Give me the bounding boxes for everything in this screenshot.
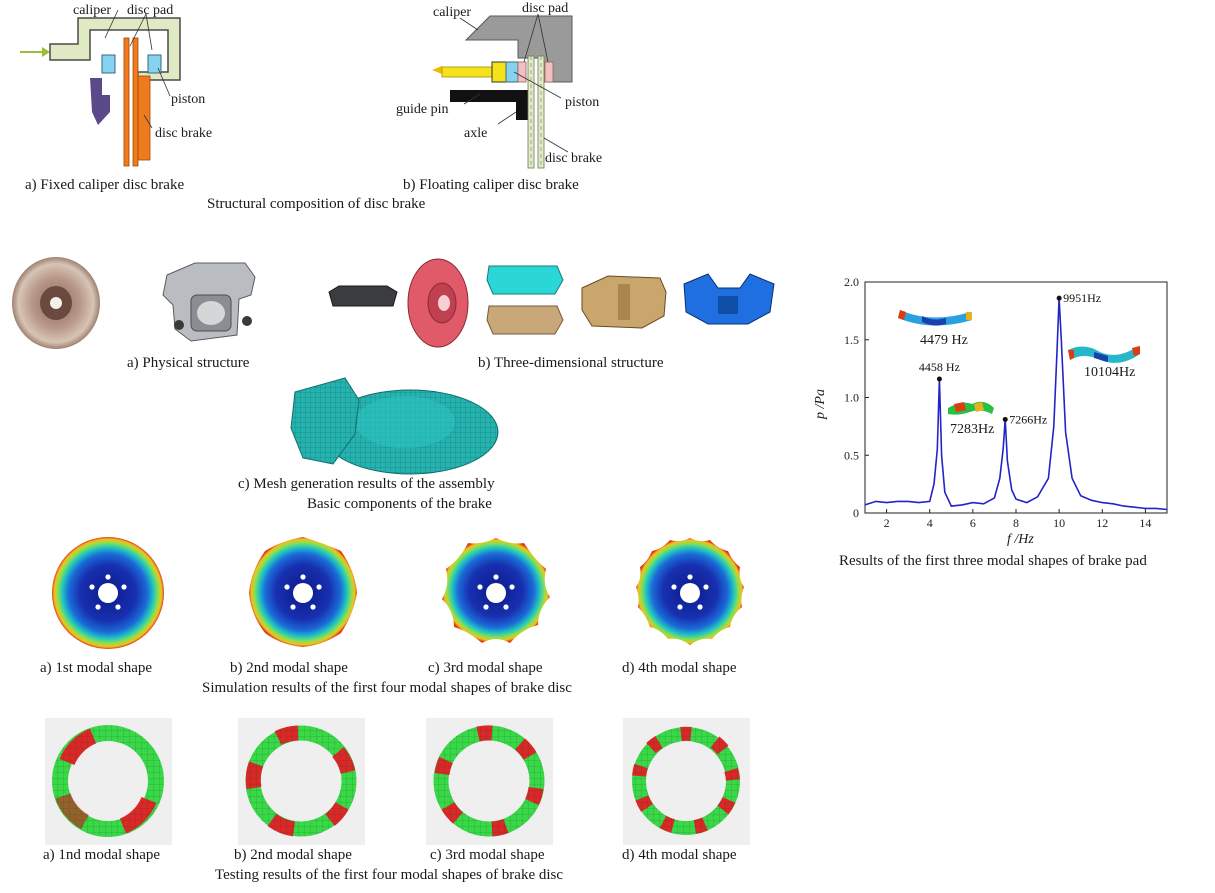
sim-disc-1: [50, 535, 165, 655]
3d-pad-image: [325, 282, 400, 317]
x-tick-label-4: 10: [1053, 516, 1065, 530]
structure-title: Structural composition of disc brake: [207, 196, 426, 212]
fixed-caliper-figure: [20, 0, 240, 175]
mesh-assembly-image: [285, 372, 500, 482]
sim-caption-2: b) 2nd modal shape: [230, 660, 348, 676]
x-tick-label-0: 2: [884, 516, 890, 530]
fixed-caliper-caption: a) Fixed caliper disc brake: [25, 177, 185, 193]
test-caption-2: b) 2nd modal shape: [234, 847, 352, 863]
test-ring-1: [45, 718, 172, 845]
3d-caliper-image: [578, 272, 670, 337]
x-tick-label-5: 12: [1096, 516, 1108, 530]
floating-caliper-figure: [420, 0, 640, 175]
y-tick-label-2: 1.0: [844, 391, 859, 405]
fixed-disc-pad-label: disc pad: [127, 3, 174, 18]
3d-structure-caption: b) Three-dimensional structure: [478, 355, 664, 371]
y-tick-label-1: 0.5: [844, 448, 859, 462]
floating-piston-label: piston: [565, 95, 600, 110]
x-tick-label-2: 6: [970, 516, 976, 530]
test-caption-3: c) 3rd modal shape: [430, 847, 545, 863]
chart-ylabel: p /Pa: [812, 389, 828, 419]
floating-guide-pin-label: guide pin: [396, 102, 449, 117]
floating-disc-brake-label: disc brake: [545, 151, 603, 166]
peak-label-0: 4458 Hz: [919, 360, 960, 374]
mesh-caption: c) Mesh generation results of the assemb…: [238, 476, 495, 492]
x-tick-label-3: 8: [1013, 516, 1019, 530]
sim-disc-4: [632, 535, 747, 655]
fixed-piston-label: piston: [171, 92, 206, 107]
chart-xlabel: f /Hz: [1007, 532, 1034, 547]
3d-bracket-image: [678, 270, 778, 335]
sim-caption-3: c) 3rd modal shape: [428, 660, 543, 676]
test-caption-4: d) 4th modal shape: [622, 847, 737, 863]
test-ring-4: [623, 718, 750, 845]
3d-disc-image: [400, 255, 470, 355]
components-title: Basic components of the brake: [307, 496, 492, 512]
sim-caption-4: d) 4th modal shape: [622, 660, 737, 676]
shape-label-1: 4479 Hz: [920, 333, 968, 348]
floating-caliper-label: caliper: [433, 5, 472, 20]
pad-mode-shape-2: [948, 401, 994, 415]
floating-caliper-caption: b) Floating caliper disc brake: [403, 177, 579, 193]
pad-mode-shape-1: [898, 310, 972, 326]
physical-caliper-image: [155, 255, 265, 355]
fixed-disc-brake-label: disc brake: [155, 126, 213, 141]
x-tick-label-1: 4: [927, 516, 933, 530]
pad-chart: 2 4 6 8 10 12 14 0 0.5 1.0 1.5 2.0 4458 Hz 7266Hz 99…: [822, 270, 1172, 550]
test-ring-3: [426, 718, 553, 845]
peak-label-2: 9951Hz: [1063, 291, 1101, 305]
floating-axle-label: axle: [464, 126, 488, 141]
shape-label-2: 7283Hz: [950, 422, 995, 437]
peak-marker-0: [936, 376, 942, 382]
chart-series-line: [864, 298, 1168, 511]
x-tick-label-6: 14: [1139, 516, 1151, 530]
testing-title: Testing results of the first four modal …: [215, 867, 564, 883]
sim-disc-2: [245, 535, 360, 655]
3d-pad-pair-image: [483, 258, 568, 348]
physical-structure-caption: a) Physical structure: [127, 355, 250, 371]
fixed-caliper-label: caliper: [73, 3, 112, 18]
y-tick-label-3: 1.5: [844, 333, 859, 347]
y-tick-label-4: 2.0: [844, 275, 859, 289]
shape-label-3: 10104Hz: [1084, 365, 1136, 380]
peak-marker-2: [1056, 295, 1062, 301]
sim-caption-1: a) 1st modal shape: [40, 660, 153, 676]
simulation-title: Simulation results of the first four mod…: [202, 680, 572, 696]
floating-disc-pad-label: disc pad: [522, 1, 569, 16]
peak-marker-1: [1002, 416, 1008, 422]
peak-label-1: 7266Hz: [1009, 412, 1047, 426]
pad-mode-shape-3: [1068, 346, 1140, 363]
physical-rotor-image: [6, 255, 106, 360]
test-ring-2: [238, 718, 365, 845]
y-tick-label-0: 0: [853, 506, 859, 520]
sim-disc-3: [438, 535, 553, 655]
pad-chart-caption: Results of the first three modal shapes …: [839, 553, 1147, 569]
test-caption-1: a) 1nd modal shape: [43, 847, 161, 863]
